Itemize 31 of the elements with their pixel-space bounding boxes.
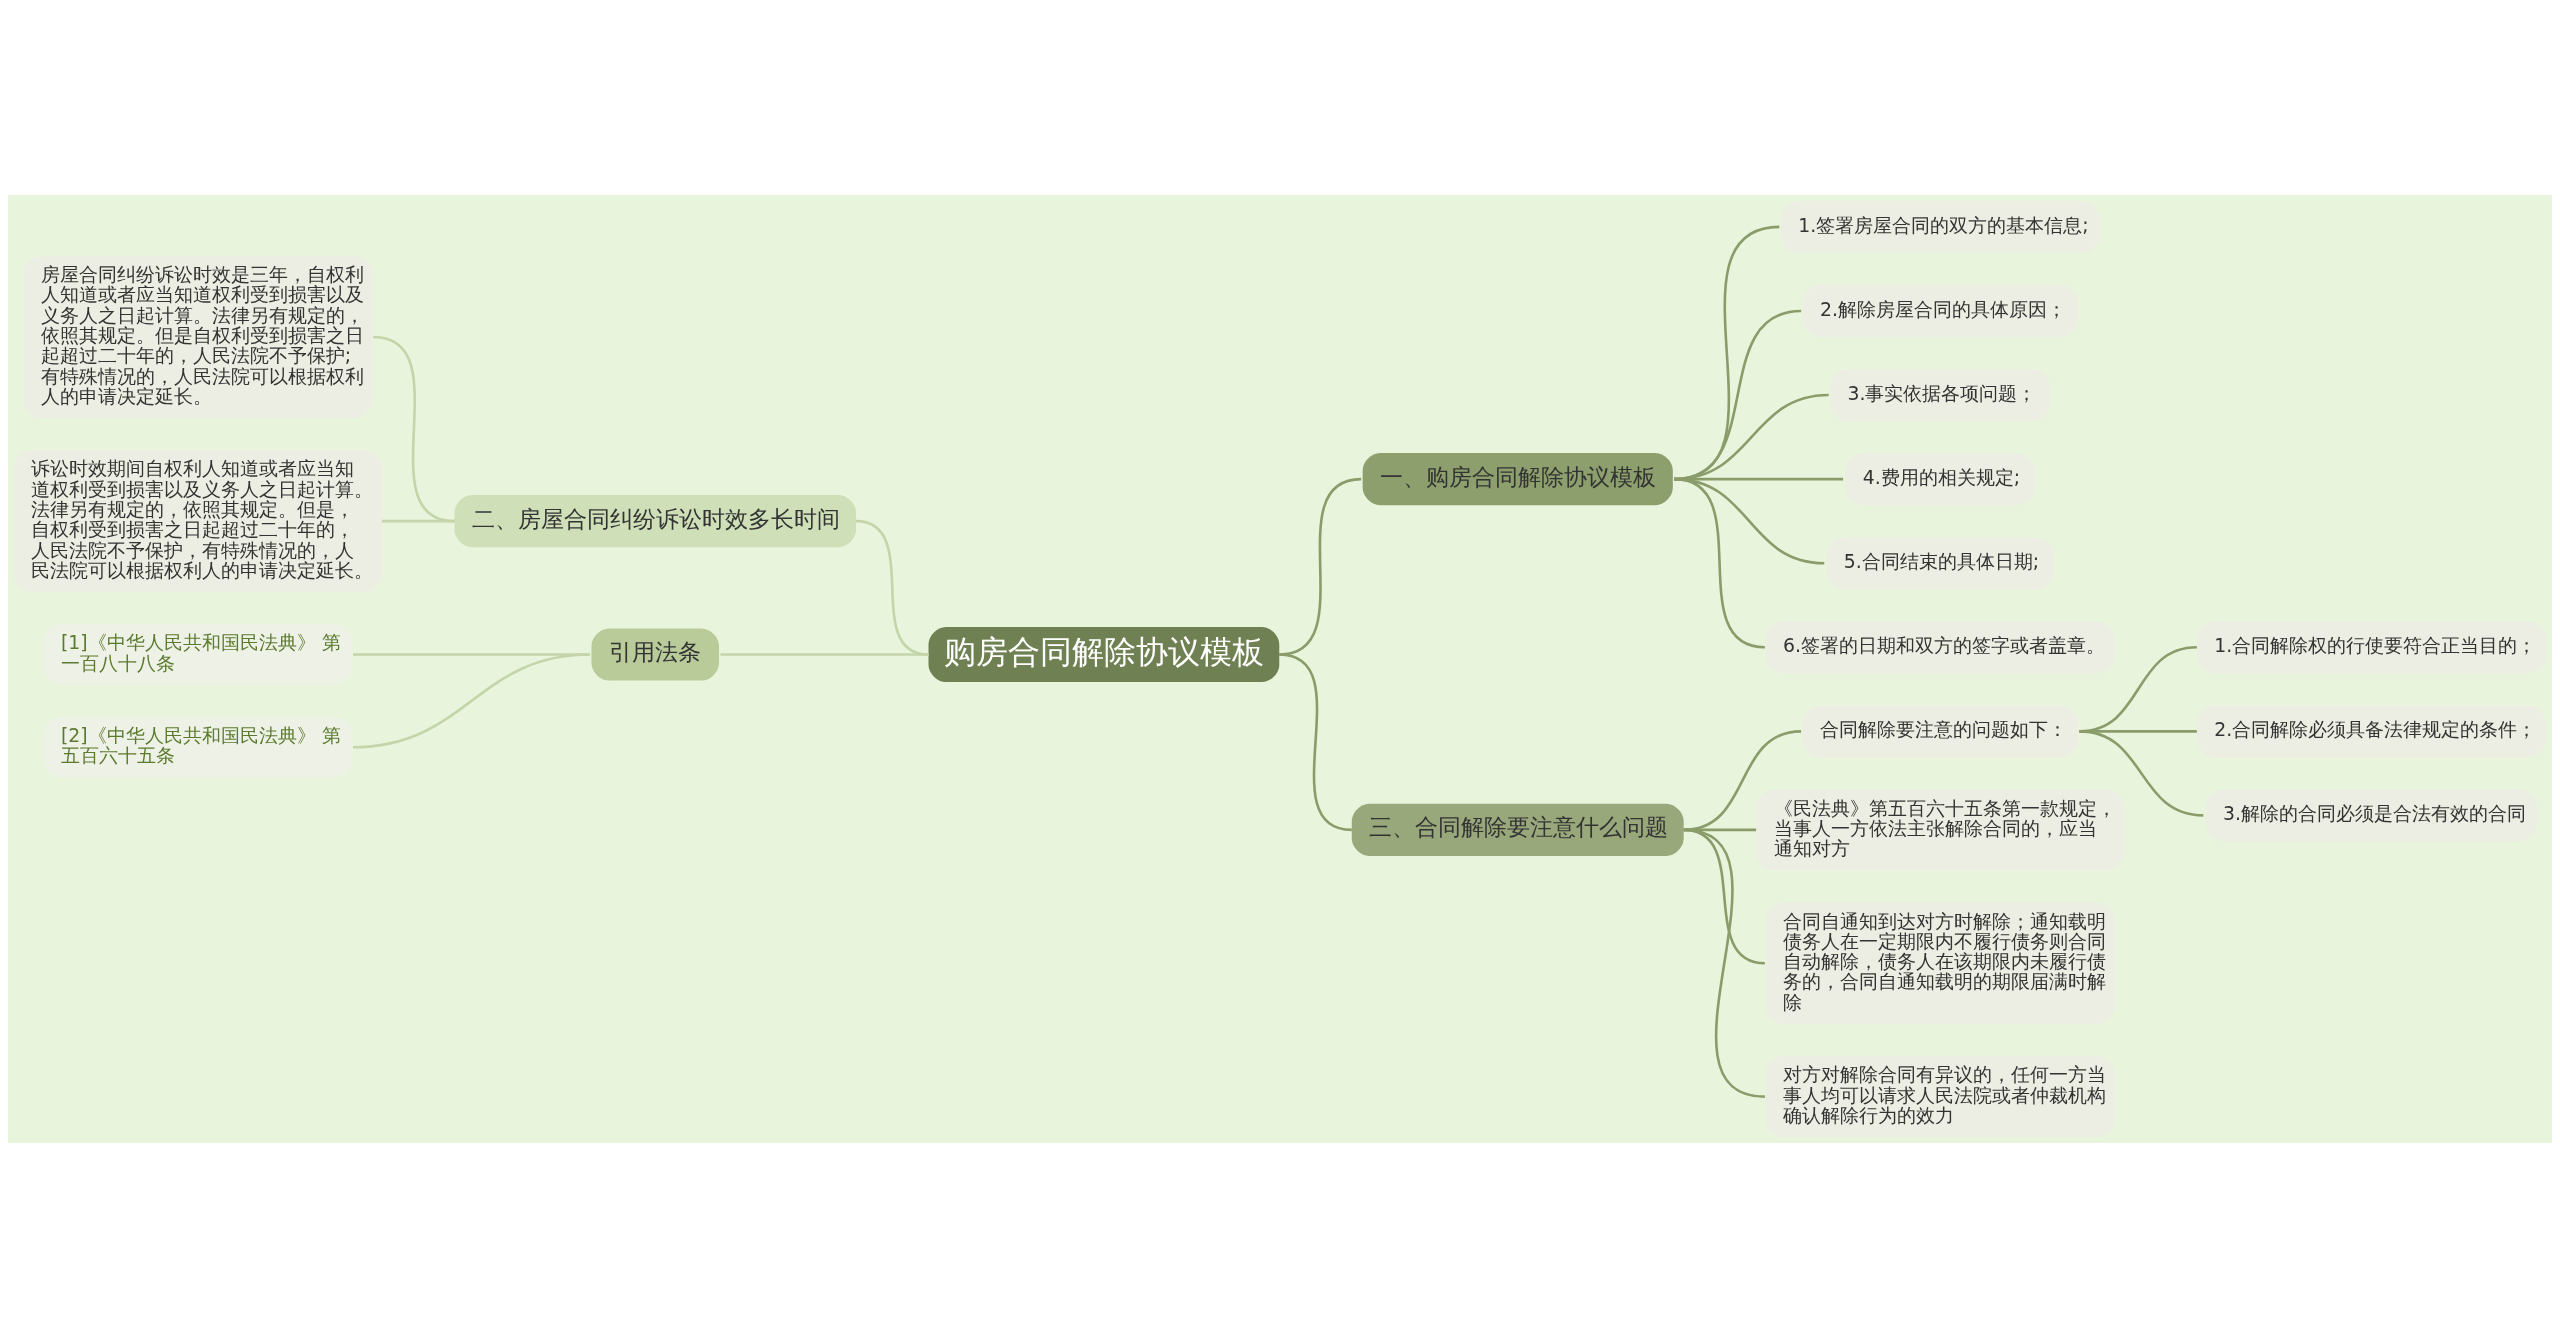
connector [382, 519, 455, 522]
node-box: 3.事实依据各项问题； [1830, 368, 2051, 421]
node-box: 引用法条 [591, 627, 720, 681]
node-box: 1.签署房屋合同的双方的基本信息; [1780, 200, 2100, 253]
node-box: 三、合同解除要注意什么问题 [1351, 803, 1684, 856]
node-box: [2]《中华人民共和国民法典》 第五百六十五条 [43, 716, 353, 778]
node-box: 房屋合同纠纷诉讼时效是三年，自权利人知道或者应当知道权利受到损害以及义务人之日起计算。法律另有规定的，依照其规定。但是自权利受到损害之日起超过二十年的，人民法院不予保护;有特殊情况的，人民法院可以根据权利人的申请决定延长。 [23, 255, 373, 418]
node-box: 4.费用的相关规定; [1845, 452, 2036, 505]
node-box: 一、购房合同解除协议模板 [1362, 452, 1673, 505]
connector [1279, 652, 1352, 831]
node-box: [1]《中华人民共和国民法典》 第一百八十八条 [43, 623, 353, 685]
node-box: 6.签署的日期和双方的签字或者盖章。 [1765, 620, 2115, 673]
node-box: 合同解除要注意的问题如下： [1802, 704, 2078, 757]
node-box: 3.解除的合同必须是合法有效的合同 [2205, 788, 2538, 841]
node-box: 《民法典》第五百六十五条第一款规定，当事人一方依法主张解除合同的，应当通知对方 [1756, 788, 2125, 870]
connector [720, 652, 929, 656]
node-box: 5.合同结束的具体日期; [1826, 536, 2055, 589]
node-box: 购房合同解除协议模板 [928, 626, 1280, 682]
connector [2079, 729, 2204, 817]
connector [1683, 729, 1802, 831]
node-box: 2.解除房屋合同的具体原因； [1802, 284, 2078, 337]
node-box: 诉讼时效期间自权利人知道或者应当知道权利受到损害以及义务人之日起计算。法律另有规定的，依照其规定。但是，自权利受到损害之日起超过二十年的，人民法院不予保护，有特殊情况的，人民法院可以根据权利人的申请决定延长。 [13, 449, 382, 592]
node-box: 合同自通知到达对方时解除；通知载明债务人在一定期限内不履行债务则合同自动解除，债务人在该期限内未履行债务的，合同自通知载明的期限届满时解除 [1765, 901, 2115, 1024]
node-box: 1.合同解除权的行使要符合正当目的； [2196, 620, 2547, 673]
connector [1683, 828, 1766, 1098]
node-box: 对方对解除合同有异议的，任何一方当事人均可以请求人民法院或者仲裁机构确认解除行为的效力 [1765, 1055, 2115, 1137]
connector [373, 335, 455, 522]
connector [352, 652, 591, 749]
node-box: 二、房屋合同纠纷诉讼时效多长时间 [454, 494, 856, 547]
connector [1674, 477, 1766, 649]
node-box: 2.合同解除必须具备法律规定的条件； [2196, 704, 2547, 757]
